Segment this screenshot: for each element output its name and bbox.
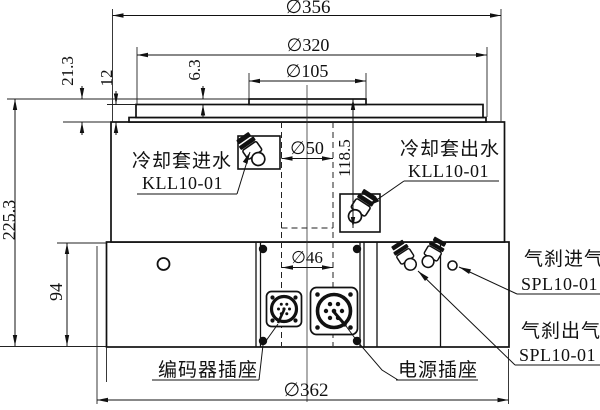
dim-50-label: ∅50 bbox=[290, 138, 324, 158]
main-body bbox=[110, 121, 506, 243]
air-fittings bbox=[391, 236, 447, 271]
dim-46-label: ∅46 bbox=[291, 248, 323, 267]
power-pins bbox=[323, 301, 345, 321]
dim-12-label: 12 bbox=[97, 70, 116, 87]
encoder-socket-label: 编码器插座 bbox=[158, 359, 258, 381]
cooling-inlet-box bbox=[237, 135, 281, 170]
leader-arrowheads bbox=[242, 152, 471, 281]
air-inlet-port-hole bbox=[447, 260, 458, 271]
dim-2253-label: 225.3 bbox=[0, 200, 19, 241]
dim-105-label: ∅105 bbox=[286, 61, 329, 81]
dim-94-label: 94 bbox=[46, 283, 66, 301]
cooling-inlet-label: 冷却套进水 bbox=[132, 150, 232, 172]
air-inlet-model: SPL10-01 bbox=[521, 274, 598, 294]
top-plate bbox=[135, 103, 484, 119]
dim-213-label: 21.3 bbox=[58, 56, 77, 86]
dim-320-label: ∅320 bbox=[287, 35, 330, 55]
left-port-hole bbox=[156, 257, 171, 271]
machine-body bbox=[105, 98, 510, 348]
dimension-arrowheads bbox=[12, 13, 509, 403]
air-outlet-leader bbox=[417, 270, 516, 366]
air-inlet-label: 气刹进气 bbox=[524, 248, 600, 270]
cooling-inlet-fitting bbox=[236, 132, 266, 167]
center-boss bbox=[248, 98, 367, 106]
connector-panel bbox=[255, 242, 442, 347]
cooling-outlet-fitting bbox=[347, 189, 377, 224]
encoder-leader bbox=[258, 323, 279, 381]
dim-1185-label: 118.5 bbox=[335, 139, 354, 177]
power-leader bbox=[345, 325, 399, 381]
cooling-outlet-model: KLL10-01 bbox=[408, 161, 489, 181]
dim-63-label: 6.3 bbox=[185, 59, 204, 80]
dimension-lines bbox=[14, 15, 509, 401]
cooling-outlet-label: 冷却套出水 bbox=[400, 138, 500, 160]
hidden-bore-lines bbox=[281, 122, 334, 346]
power-connector bbox=[309, 286, 359, 336]
power-socket-label: 电源插座 bbox=[398, 359, 478, 381]
air-outlet-model: SPL10-01 bbox=[519, 345, 596, 365]
air-outlet-label: 气刹出气 bbox=[521, 320, 600, 342]
air-inlet-fitting bbox=[421, 236, 447, 269]
cooling-inlet-model: KLL10-01 bbox=[142, 173, 223, 193]
dim-356-label: ∅356 bbox=[285, 0, 330, 18]
dim-362-label: ∅362 bbox=[283, 380, 328, 401]
leader-lines bbox=[137, 151, 600, 381]
air-outlet-fitting bbox=[391, 239, 418, 271]
encoder-connector bbox=[265, 290, 303, 328]
